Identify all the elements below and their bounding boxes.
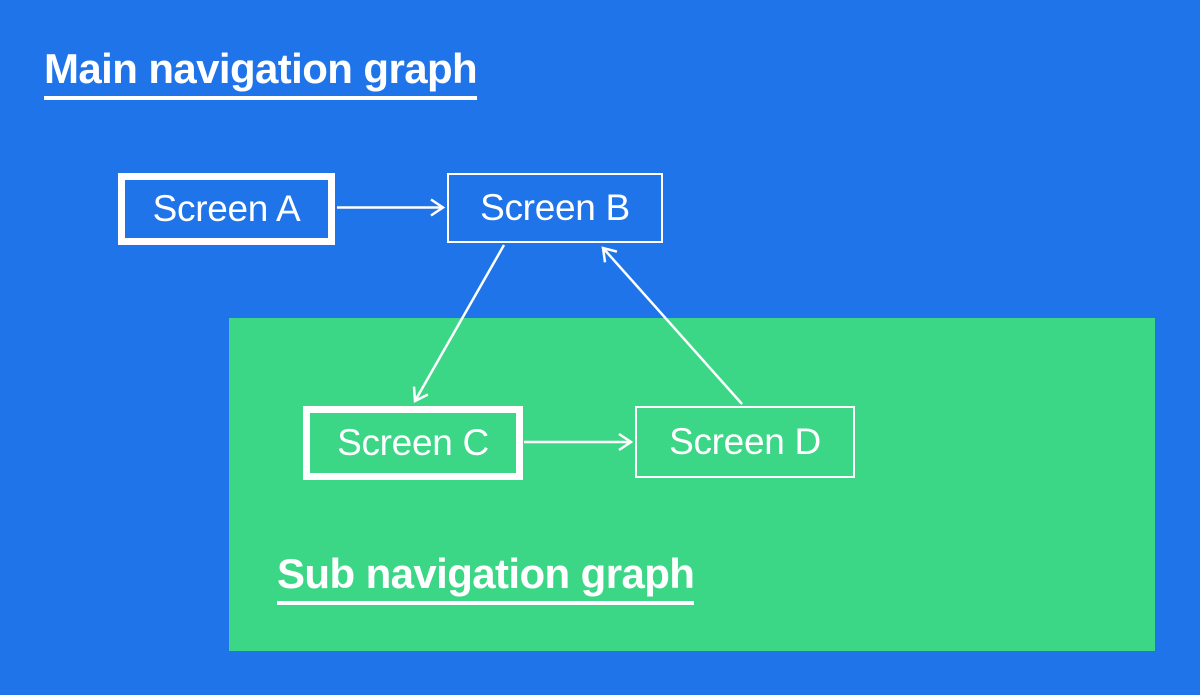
node-screen-a-label: Screen A bbox=[152, 188, 301, 229]
node-screen-d: Screen D bbox=[635, 406, 855, 478]
node-screen-a: Screen A bbox=[118, 173, 335, 245]
sub-graph-title: Sub navigation graph bbox=[277, 553, 695, 605]
node-screen-b: Screen B bbox=[447, 173, 663, 243]
main-graph-title: Main navigation graph bbox=[44, 48, 478, 100]
node-screen-d-label: Screen D bbox=[669, 421, 821, 462]
node-screen-c-label: Screen C bbox=[337, 422, 489, 463]
node-screen-b-label: Screen B bbox=[480, 187, 630, 228]
node-screen-c: Screen C bbox=[303, 406, 523, 480]
